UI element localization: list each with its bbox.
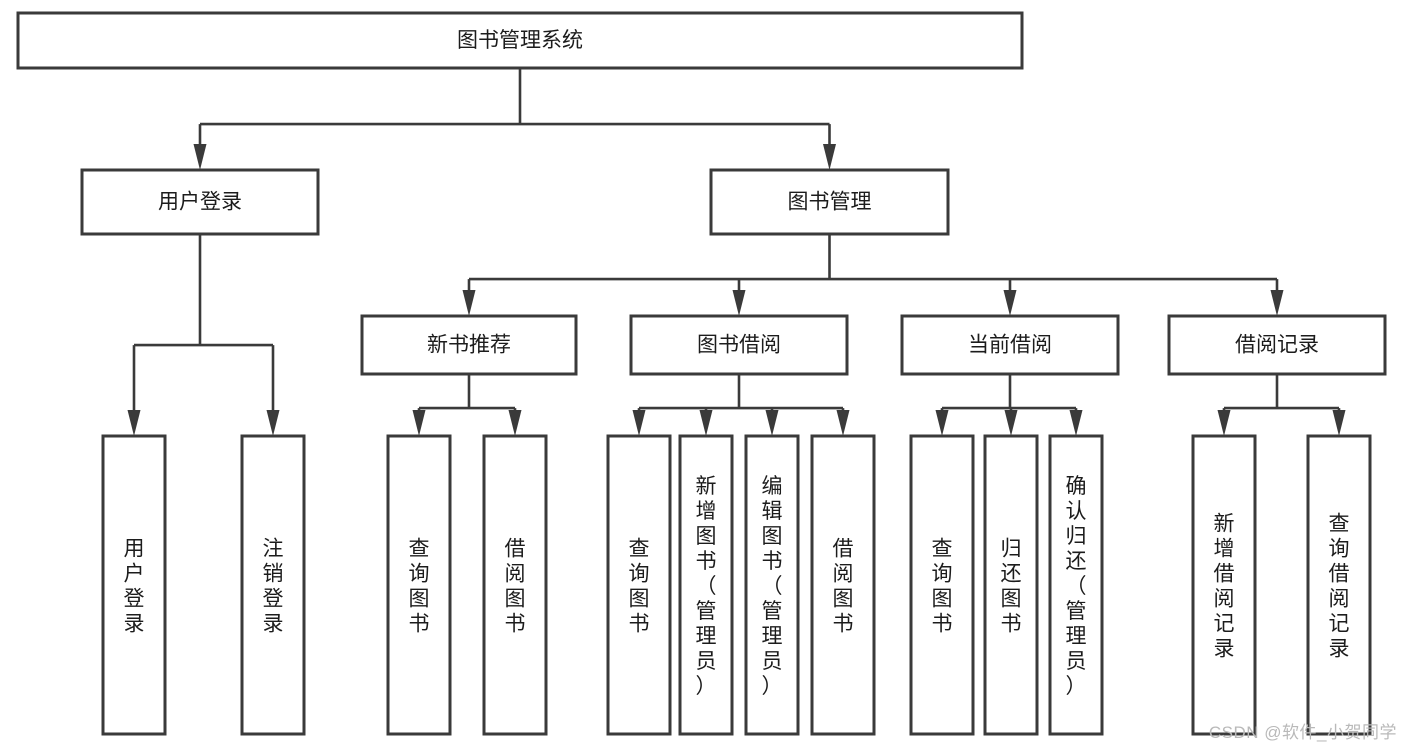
node-label-leaf-add-book: 新增图书（管理员）: [696, 475, 717, 698]
arrow-head-icon: [462, 290, 476, 316]
arrow-head-icon: [266, 410, 280, 436]
node-label-leaf-query-book-1: 查询图书: [409, 538, 430, 636]
node-box-leaf-user-logout[interactable]: [240, 434, 306, 736]
csdn-watermark: CSDN @软件_小贺同学: [1208, 723, 1397, 742]
arrow-head-icon: [1270, 290, 1284, 316]
node-label-leaf-borrow-book-1: 借阅图书: [505, 538, 526, 636]
node-box-leaf-borrow-book-2[interactable]: [810, 434, 876, 736]
node-layer: 图书管理系统用户登录图书管理新书推荐图书借阅当前借阅借阅记录用户登录注销登录查询…: [16, 11, 1387, 736]
connector-group-root: [193, 68, 836, 170]
node-label-book-borrow: 图书借阅: [697, 334, 781, 357]
arrow-head-icon: [765, 410, 779, 436]
node-label-leaf-borrow-book-2: 借阅图书: [833, 538, 854, 636]
node-label-current-borrow: 当前借阅: [968, 334, 1052, 357]
connector-layer: [127, 68, 1346, 436]
node-label-leaf-query-book-2: 查询图书: [629, 538, 650, 636]
node-label-leaf-edit-book: 编辑图书（管理员）: [762, 475, 783, 698]
arrow-head-icon: [732, 290, 746, 316]
node-label-leaf-user-logout: 注销登录: [263, 538, 284, 636]
node-label-leaf-query-book-3: 查询图书: [932, 538, 953, 636]
arrow-head-icon: [1332, 410, 1346, 436]
arrow-head-icon: [935, 410, 949, 436]
node-box-leaf-confirm-return[interactable]: [1048, 434, 1104, 736]
arrow-head-icon: [1003, 290, 1017, 316]
node-root[interactable]: 图书管理系统: [16, 11, 1024, 70]
node-leaf-user-logout[interactable]: 注销登录: [240, 434, 306, 736]
arrow-head-icon: [1217, 410, 1231, 436]
node-leaf-add-record[interactable]: 新增借阅记录: [1191, 434, 1257, 736]
arrow-head-icon: [1069, 410, 1083, 436]
node-book-management[interactable]: 图书管理: [709, 168, 950, 236]
node-box-leaf-query-book-1[interactable]: [386, 434, 452, 736]
node-leaf-query-book-3[interactable]: 查询图书: [909, 434, 975, 736]
connector-group-book-management: [462, 234, 1284, 316]
node-leaf-add-book[interactable]: 新增图书（管理员）: [678, 434, 734, 736]
node-book-borrow[interactable]: 图书借阅: [629, 314, 849, 376]
node-box-book-borrow[interactable]: [629, 314, 849, 376]
arrow-head-icon: [127, 410, 141, 436]
connector-group-book-borrow: [632, 374, 850, 436]
node-label-leaf-add-record: 新增借阅记录: [1214, 513, 1235, 661]
node-box-leaf-query-book-2[interactable]: [606, 434, 672, 736]
node-box-leaf-add-record[interactable]: [1191, 434, 1257, 736]
node-box-new-book-recommend[interactable]: [360, 314, 578, 376]
node-label-new-book-recommend: 新书推荐: [427, 334, 511, 357]
node-borrow-record[interactable]: 借阅记录: [1167, 314, 1387, 376]
node-label-leaf-query-record: 查询借阅记录: [1329, 513, 1350, 661]
node-box-leaf-borrow-book-1[interactable]: [482, 434, 548, 736]
node-leaf-query-record[interactable]: 查询借阅记录: [1306, 434, 1372, 736]
node-label-root: 图书管理系统: [457, 29, 583, 52]
node-leaf-return-book[interactable]: 归还图书: [983, 434, 1039, 736]
node-leaf-borrow-book-1[interactable]: 借阅图书: [482, 434, 548, 736]
arrow-head-icon: [193, 144, 207, 170]
arrow-head-icon: [632, 410, 646, 436]
node-label-leaf-confirm-return: 确认归还（管理员）: [1066, 475, 1087, 698]
node-current-borrow[interactable]: 当前借阅: [900, 314, 1120, 376]
node-user-login[interactable]: 用户登录: [80, 168, 320, 236]
node-box-borrow-record[interactable]: [1167, 314, 1387, 376]
arrow-head-icon: [836, 410, 850, 436]
node-box-book-management[interactable]: [709, 168, 950, 236]
node-new-book-recommend[interactable]: 新书推荐: [360, 314, 578, 376]
node-box-current-borrow[interactable]: [900, 314, 1120, 376]
node-box-leaf-return-book[interactable]: [983, 434, 1039, 736]
arrow-head-icon: [508, 410, 522, 436]
node-box-leaf-query-book-3[interactable]: [909, 434, 975, 736]
connector-group-borrow-record: [1217, 374, 1346, 436]
node-box-leaf-edit-book[interactable]: [744, 434, 800, 736]
node-box-root[interactable]: [16, 11, 1024, 70]
arrow-head-icon: [823, 144, 836, 170]
node-leaf-borrow-book-2[interactable]: 借阅图书: [810, 434, 876, 736]
node-box-leaf-query-record[interactable]: [1306, 434, 1372, 736]
node-box-leaf-add-book[interactable]: [678, 434, 734, 736]
arrow-head-icon: [412, 410, 426, 436]
arrow-head-icon: [1004, 410, 1018, 436]
node-label-book-management: 图书管理: [788, 191, 872, 214]
node-box-leaf-user-login[interactable]: [101, 434, 167, 736]
connector-group-user-login: [127, 234, 280, 436]
node-leaf-edit-book[interactable]: 编辑图书（管理员）: [744, 434, 800, 736]
arrow-head-icon: [699, 410, 713, 436]
node-leaf-query-book-2[interactable]: 查询图书: [606, 434, 672, 736]
node-label-leaf-user-login: 用户登录: [124, 538, 145, 636]
connector-group-current-borrow: [935, 374, 1083, 436]
node-leaf-confirm-return[interactable]: 确认归还（管理员）: [1048, 434, 1104, 736]
connector-group-new-book-recommend: [412, 374, 522, 436]
node-leaf-user-login[interactable]: 用户登录: [101, 434, 167, 736]
node-label-borrow-record: 借阅记录: [1235, 334, 1319, 357]
node-leaf-query-book-1[interactable]: 查询图书: [386, 434, 452, 736]
node-label-user-login: 用户登录: [158, 191, 242, 214]
node-box-user-login[interactable]: [80, 168, 320, 236]
node-label-leaf-return-book: 归还图书: [1001, 538, 1022, 636]
